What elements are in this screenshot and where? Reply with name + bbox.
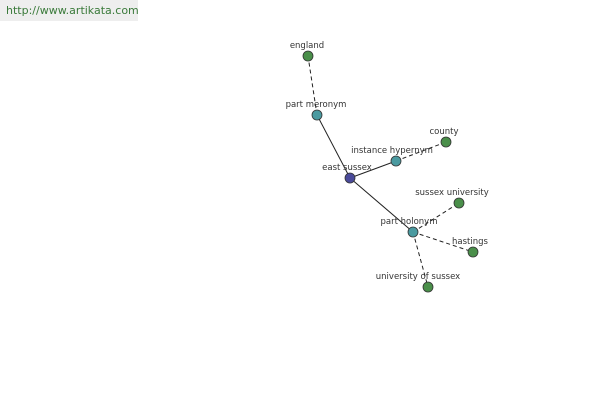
edge-part-holonym-to-sussex-university xyxy=(412,202,460,233)
label-part-meronym: part meronym xyxy=(286,100,347,110)
label-hastings: hastings xyxy=(452,237,489,247)
nodes-layer xyxy=(302,50,479,293)
node-hastings[interactable] xyxy=(467,246,479,258)
edge-instance-hypernym-to-county xyxy=(395,141,447,162)
label-sussex-university: sussex university xyxy=(415,188,489,198)
label-part-holonym: part holonym xyxy=(381,217,438,227)
node-sussex-university[interactable] xyxy=(453,197,465,209)
node-east-sussex[interactable] xyxy=(344,172,356,184)
source-url-banner[interactable]: http://www.artikata.com xyxy=(0,0,138,21)
node-university-of-sussex[interactable] xyxy=(422,281,434,293)
edge-east-sussex-to-part-meronym xyxy=(316,114,351,179)
edge-east-sussex-to-instance-hypernym xyxy=(349,160,397,179)
labels-layer: england part meronym east sussex instance h… xyxy=(286,41,489,282)
edge-east-sussex-to-part-holonym xyxy=(349,177,414,233)
edge-part-meronym-to-england xyxy=(307,55,318,116)
node-part-holonym[interactable] xyxy=(407,226,419,238)
edges-layer xyxy=(307,55,474,288)
node-part-meronym[interactable] xyxy=(311,109,323,121)
node-instance-hypernym[interactable] xyxy=(390,155,402,167)
label-instance-hypernym: instance hypernym xyxy=(351,146,433,156)
node-county[interactable] xyxy=(440,136,452,148)
label-england: england xyxy=(290,41,324,51)
label-county: county xyxy=(429,127,458,137)
label-university-of-sussex: university of sussex xyxy=(376,272,460,282)
edge-part-holonym-to-university-of-sussex xyxy=(412,231,429,288)
label-east-sussex: east sussex xyxy=(322,163,372,173)
node-england[interactable] xyxy=(302,50,314,62)
edge-part-holonym-to-hastings xyxy=(412,231,474,253)
